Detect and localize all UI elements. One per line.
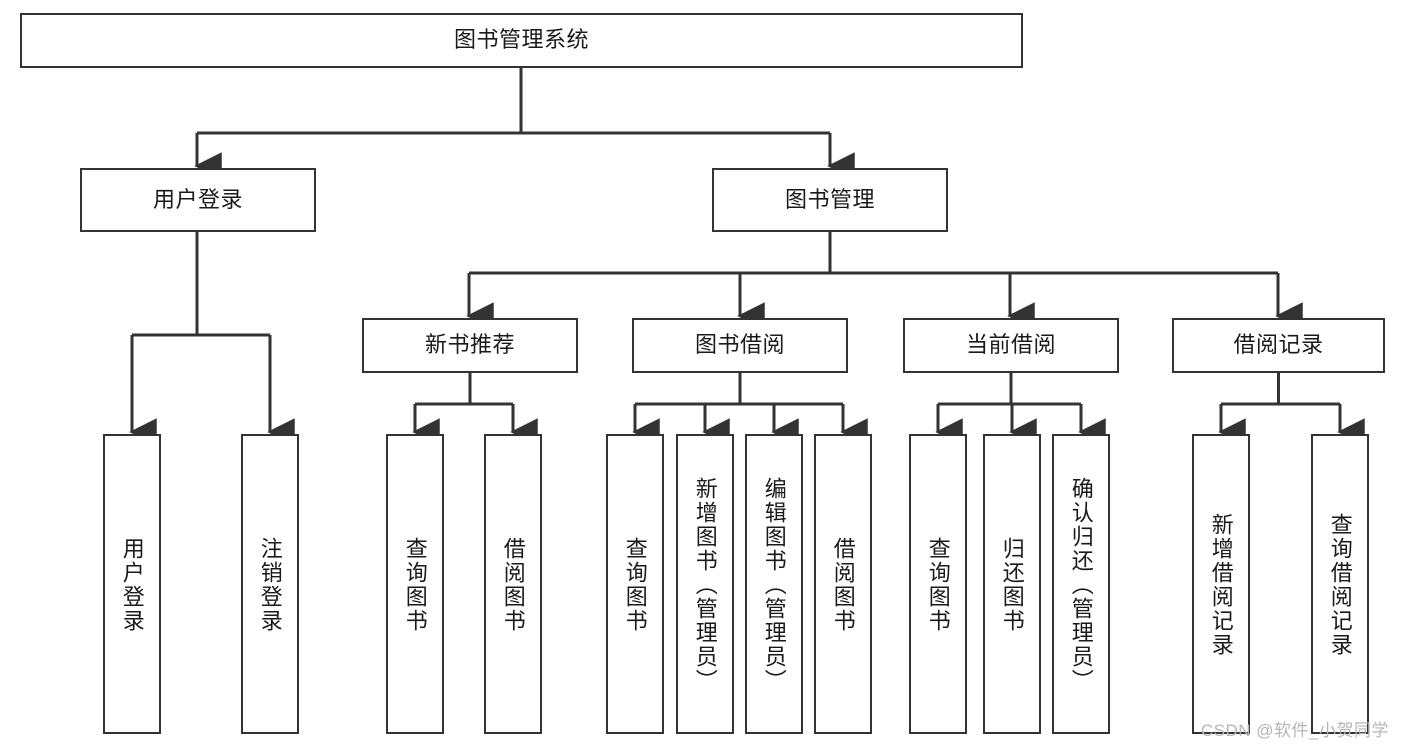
leaf-node: 借阅图书	[484, 434, 542, 734]
root-node-label: 图书管理系统	[453, 27, 589, 53]
leaf-node-label: 借阅图书	[500, 537, 526, 633]
leaf-node: 用户登录	[103, 434, 161, 734]
leaf-node: 确认归还（管理员）	[1052, 434, 1110, 734]
leaf-node: 新增借阅记录	[1192, 434, 1250, 734]
level2-node-label: 图书管理	[784, 186, 875, 212]
leaf-node: 新增图书（管理员）	[676, 434, 734, 734]
level2-node-label: 用户登录	[152, 186, 243, 212]
leaf-node: 注销登录	[241, 434, 299, 734]
leaf-node: 编辑图书（管理员）	[745, 434, 803, 734]
leaf-node-label: 借阅图书	[830, 537, 856, 633]
leaf-node-label: 确认归还（管理员）	[1068, 477, 1094, 693]
leaf-node: 查询图书	[909, 434, 967, 734]
leaf-node: 借阅图书	[814, 434, 872, 734]
leaf-node-label: 查询图书	[925, 537, 951, 633]
leaf-node-label: 归还图书	[999, 537, 1025, 633]
level3-node-label: 当前借阅	[965, 332, 1056, 358]
leaf-node: 查询借阅记录	[1311, 434, 1369, 734]
level3-node-label: 借阅记录	[1233, 332, 1324, 358]
level3-node: 图书借阅	[632, 318, 848, 373]
leaf-node-label: 查询图书	[402, 537, 428, 633]
level3-node: 新书推荐	[362, 318, 578, 373]
leaf-node-label: 注销登录	[257, 537, 283, 633]
level3-node-label: 新书推荐	[424, 332, 515, 358]
leaf-node-label: 查询图书	[622, 537, 648, 633]
root-node: 图书管理系统	[20, 13, 1023, 68]
leaf-node-label: 用户登录	[119, 537, 145, 633]
level3-node-label: 图书借阅	[694, 332, 785, 358]
leaf-node: 查询图书	[606, 434, 664, 734]
leaf-node-label: 查询借阅记录	[1327, 513, 1353, 657]
level2-node: 图书管理	[712, 168, 948, 232]
leaf-node-label: 编辑图书（管理员）	[761, 477, 787, 693]
level2-node: 用户登录	[80, 168, 316, 232]
leaf-node-label: 新增借阅记录	[1208, 513, 1234, 657]
leaf-node-label: 新增图书（管理员）	[692, 477, 718, 693]
leaf-node: 归还图书	[983, 434, 1041, 734]
level3-node: 当前借阅	[903, 318, 1119, 373]
leaf-node: 查询图书	[386, 434, 444, 734]
level3-node: 借阅记录	[1172, 318, 1385, 373]
